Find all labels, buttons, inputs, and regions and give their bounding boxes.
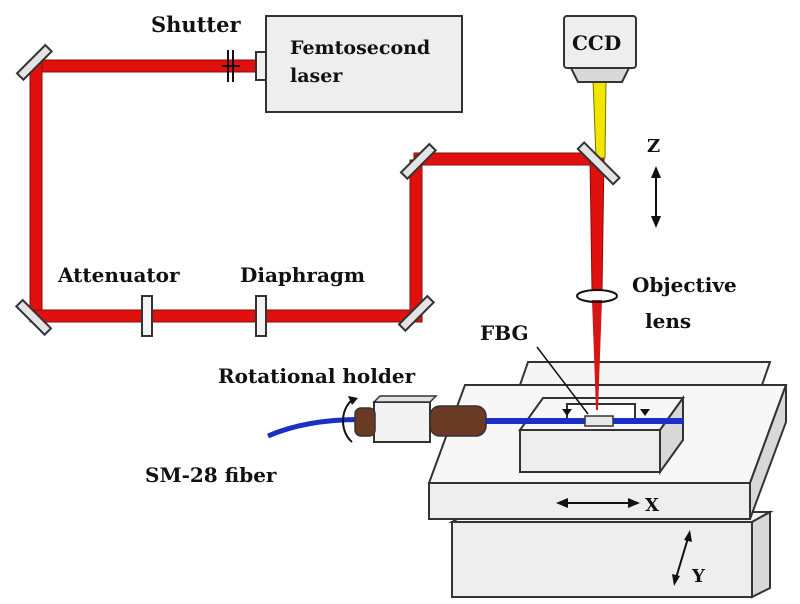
y-axis-arrow-icon bbox=[672, 530, 692, 586]
beam-left-vertical bbox=[29, 59, 43, 319]
z-axis-arrow-icon bbox=[651, 166, 661, 228]
laser-label-line2: laser bbox=[290, 65, 343, 87]
fiber-mount-block bbox=[518, 394, 685, 476]
holder-clamp-front bbox=[354, 407, 376, 437]
mirror-mid-top bbox=[399, 142, 438, 181]
laser-label-line1: Femtosecond bbox=[290, 37, 430, 59]
mirrors bbox=[14, 43, 621, 337]
diaphragm-label: Diaphragm bbox=[240, 263, 365, 287]
attenuator-label: Attenuator bbox=[57, 263, 180, 287]
rotational-holder bbox=[342, 395, 487, 443]
objective-label-line2: lens bbox=[645, 309, 691, 333]
fiber-label: SM-28 fiber bbox=[145, 463, 277, 487]
mirror-top-left bbox=[15, 43, 54, 82]
objective-label-line1: Objective bbox=[632, 273, 737, 297]
diaphragm bbox=[255, 295, 267, 337]
mirror-bottom-left bbox=[14, 298, 53, 337]
laser-box bbox=[265, 15, 463, 113]
beam-to-objective bbox=[589, 158, 605, 291]
attenuator bbox=[141, 295, 153, 337]
ccd-imaging-path bbox=[592, 79, 607, 159]
fbg-grating bbox=[584, 415, 614, 427]
z-axis-label: Z bbox=[647, 136, 660, 157]
ccd-label: CCD bbox=[572, 31, 621, 55]
x-axis-arrow-icon bbox=[556, 498, 640, 508]
left-clamp-arrow bbox=[562, 409, 572, 416]
fbg-leader-line bbox=[536, 346, 589, 415]
mirror-bottom-right bbox=[397, 294, 436, 333]
ccd-camera bbox=[563, 15, 637, 83]
focused-beam bbox=[592, 300, 602, 410]
fbg-label: FBG bbox=[480, 321, 529, 345]
objective-lens bbox=[576, 289, 618, 303]
femtosecond-laser bbox=[255, 15, 463, 113]
rotation-arrow-icon bbox=[342, 399, 353, 443]
rotational-holder-label: Rotational holder bbox=[218, 364, 416, 388]
beam-mid-vertical bbox=[409, 159, 423, 323]
holder-body bbox=[373, 401, 431, 443]
shutter-label: Shutter bbox=[151, 12, 241, 37]
mirror-dichroic bbox=[576, 141, 621, 186]
beam-mid-top bbox=[413, 152, 605, 166]
beam-bottom bbox=[29, 309, 413, 323]
x-axis-label: X bbox=[645, 495, 659, 516]
rotation-stage-back bbox=[518, 361, 772, 386]
y-stage bbox=[448, 510, 774, 599]
shutter bbox=[222, 50, 240, 82]
y-axis-label: Y bbox=[691, 566, 706, 587]
holder-clamp-rear bbox=[429, 405, 487, 437]
right-clamp-arrow bbox=[640, 409, 650, 416]
